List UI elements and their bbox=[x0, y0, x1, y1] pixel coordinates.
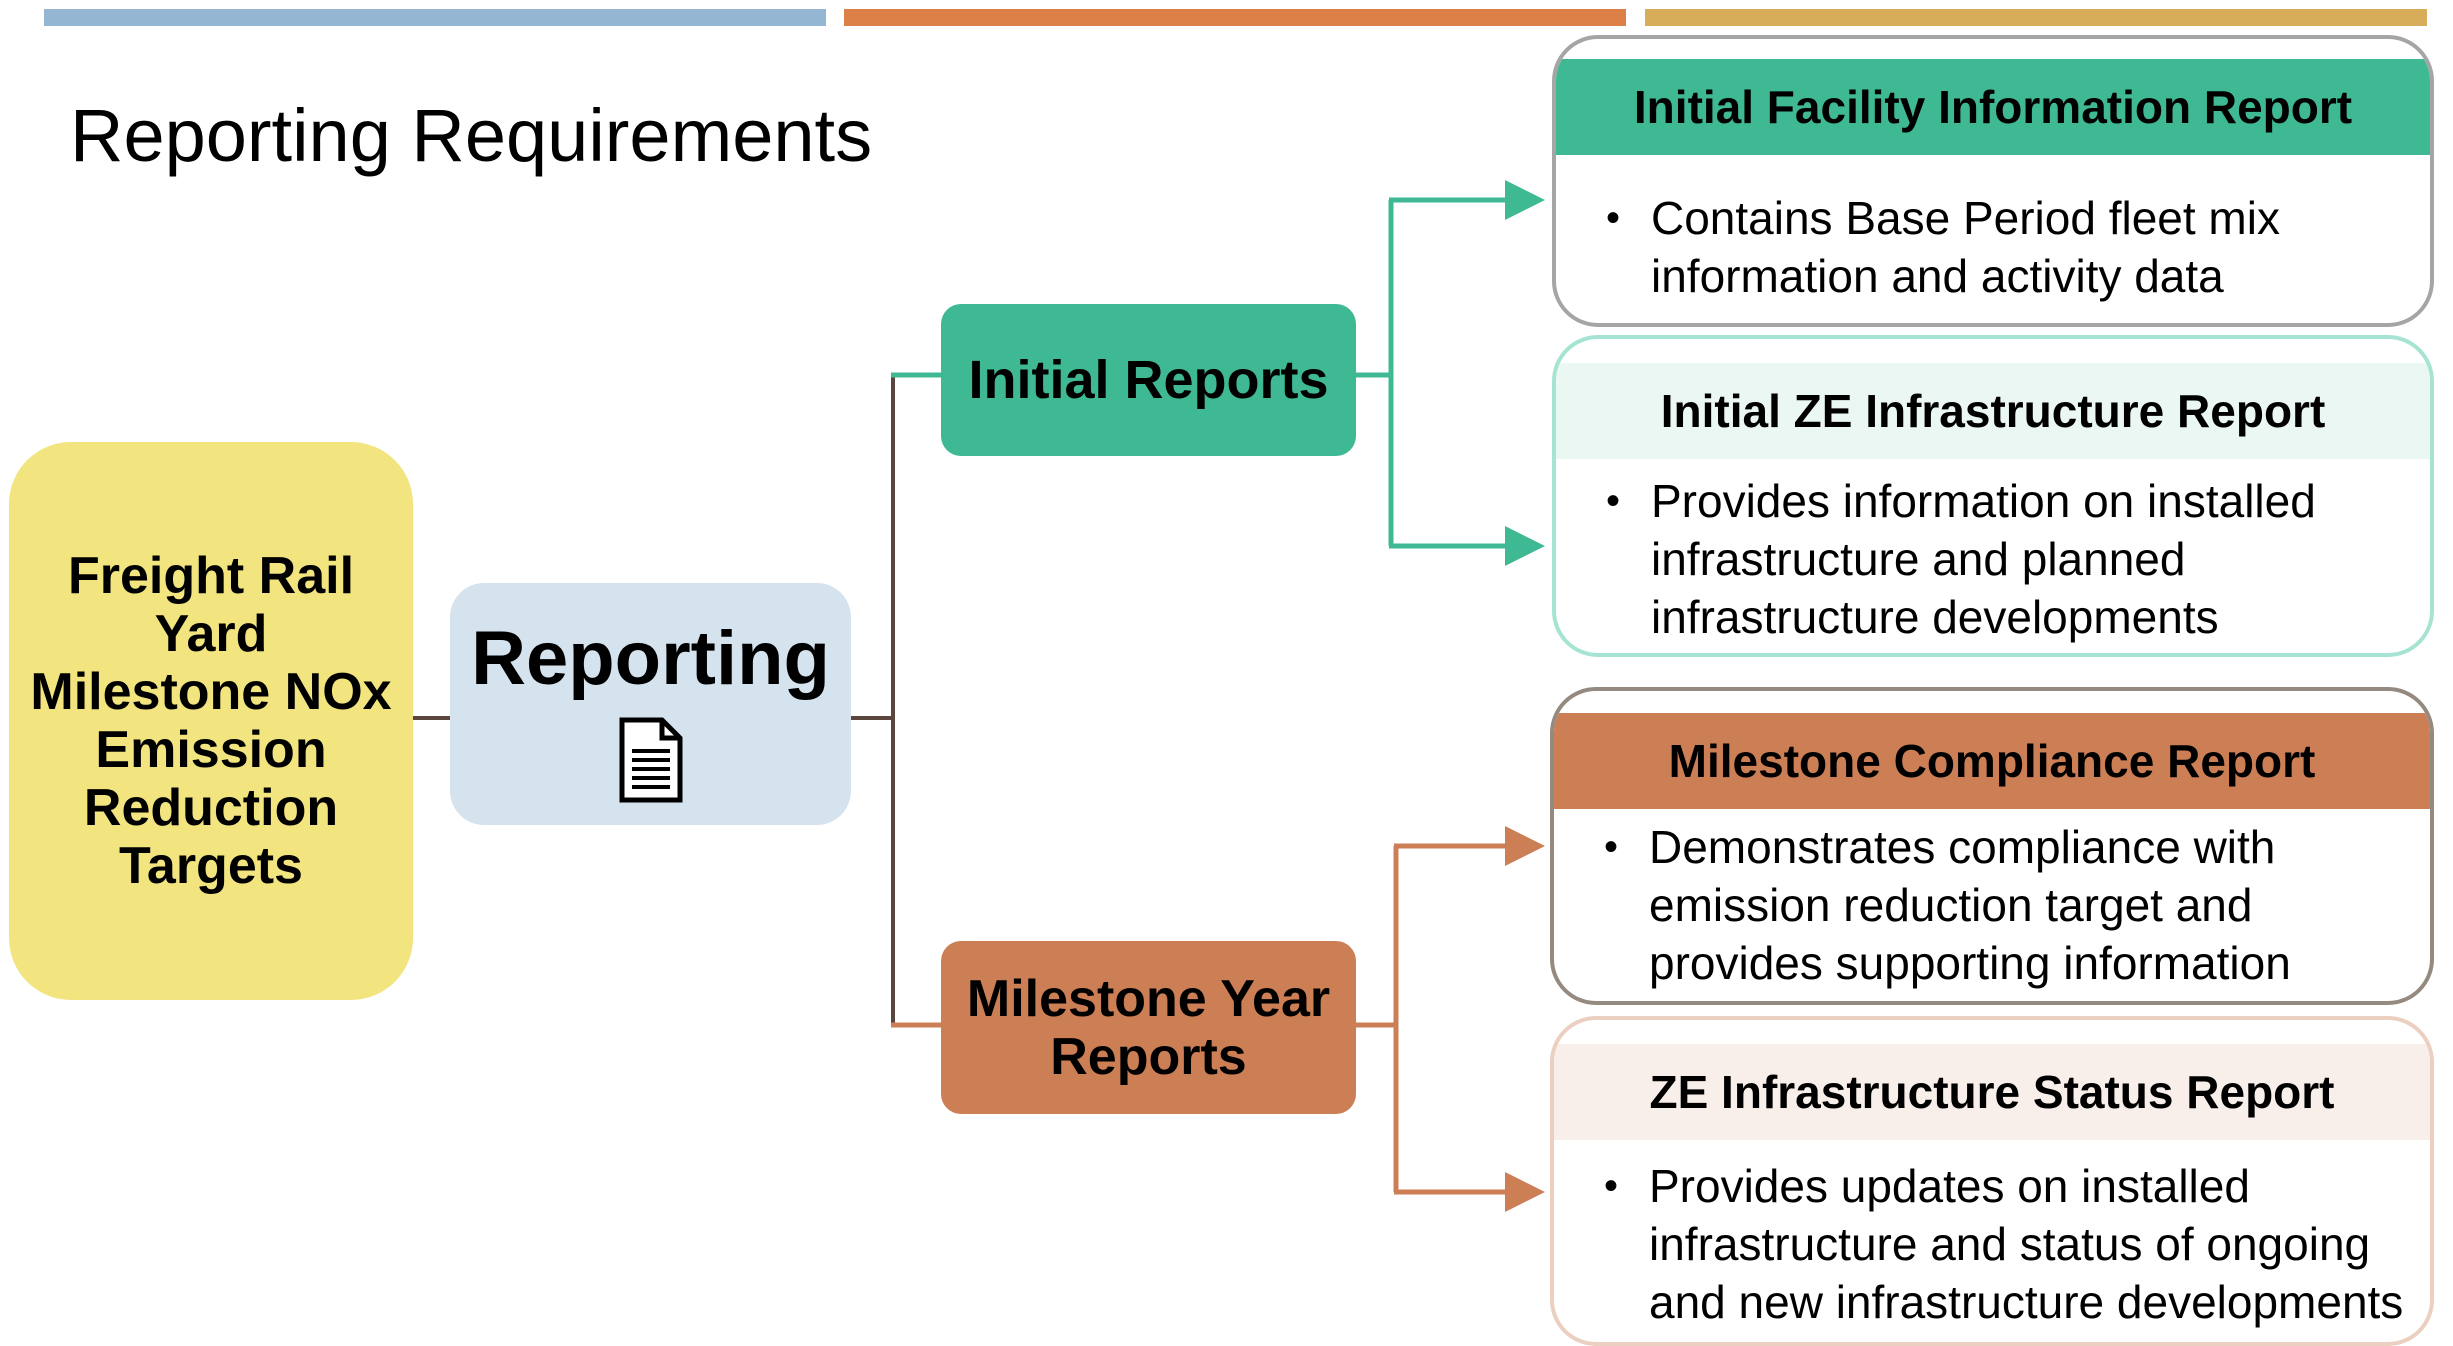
reporting-node: Reporting bbox=[450, 583, 851, 825]
report-card-body: • Provides updates on installed infrastru… bbox=[1554, 1157, 2430, 1331]
report-card-bullet-text: Contains Base Period fleet mix informati… bbox=[1651, 192, 2280, 302]
bullet-icon: • bbox=[1606, 196, 1621, 240]
bullet-icon: • bbox=[1604, 825, 1619, 869]
initial-reports-node: Initial Reports bbox=[941, 304, 1356, 456]
document-icon bbox=[619, 717, 682, 803]
page-title: Reporting Requirements bbox=[70, 94, 873, 177]
report-card-milestone-compliance: Milestone Compliance Report • Demonstrate… bbox=[1550, 687, 2434, 1005]
report-card-title: Initial Facility Information Report bbox=[1556, 59, 2430, 155]
report-card-body: • Contains Base Period fleet mix informat… bbox=[1556, 189, 2430, 305]
root-node: Freight Rail Yard Milestone NOx Emission… bbox=[9, 442, 413, 1000]
accent-bar-blue bbox=[44, 9, 826, 26]
report-card-body: • Demonstrates compliance with emission r… bbox=[1554, 818, 2430, 992]
initial-reports-label: Initial Reports bbox=[968, 350, 1329, 410]
report-card-bullet-text: Demonstrates compliance with emission re… bbox=[1649, 821, 2291, 989]
report-card-bullet-text: Provides updates on installed infrastruc… bbox=[1649, 1160, 2404, 1328]
reporting-node-label: Reporting bbox=[471, 616, 830, 701]
report-card-body: • Provides information on installed infra… bbox=[1556, 472, 2430, 646]
report-card-ze-infrastructure-status: ZE Infrastructure Status Report • Provide… bbox=[1550, 1016, 2434, 1346]
root-node-label: Freight Rail Yard Milestone NOx Emission… bbox=[30, 547, 392, 895]
report-card-title: Initial ZE Infrastructure Report bbox=[1556, 363, 2430, 459]
report-card-bullet-text: Provides information on installed infras… bbox=[1651, 475, 2316, 643]
accent-bar-orange bbox=[844, 9, 1626, 26]
report-card-initial-facility: Initial Facility Information Report • Con… bbox=[1552, 35, 2434, 327]
bullet-icon: • bbox=[1606, 479, 1621, 523]
accent-bar-gold bbox=[1645, 9, 2427, 26]
milestone-year-reports-label: Milestone Year Reports bbox=[966, 969, 1331, 1086]
report-card-title: ZE Infrastructure Status Report bbox=[1554, 1044, 2430, 1140]
report-card-title: Milestone Compliance Report bbox=[1554, 713, 2430, 809]
report-card-initial-ze-infrastructure: Initial ZE Infrastructure Report • Provid… bbox=[1552, 335, 2434, 657]
bullet-icon: • bbox=[1604, 1164, 1619, 1208]
milestone-year-reports-node: Milestone Year Reports bbox=[941, 941, 1356, 1114]
